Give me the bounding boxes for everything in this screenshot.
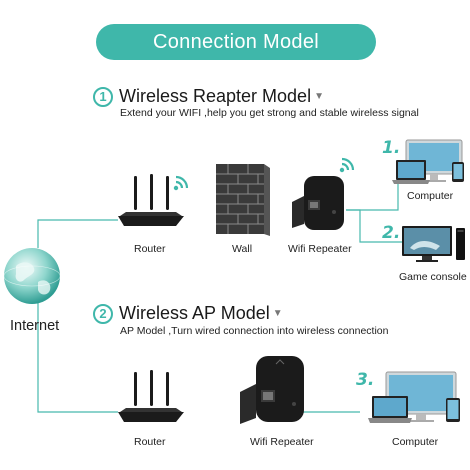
section2-subtitle: AP Model ,Turn wired connection into wir… (120, 325, 389, 337)
step-1-number: 1. (382, 138, 401, 158)
globe-icon (3, 248, 61, 304)
section1-subtitle: Extend your WIFI ,help you get strong an… (120, 107, 419, 119)
router2-label: Router (134, 436, 166, 448)
section2-title: Wireless AP Model (119, 303, 270, 323)
router-icon (118, 174, 184, 226)
repeater1-label: Wifi Repeater (288, 243, 352, 255)
wifi-repeater-device (240, 356, 304, 424)
section1-title: Wireless Reapter Model (119, 86, 312, 106)
dropdown-triangle-icon: ▼ (314, 91, 324, 102)
router1-label: Router (134, 243, 166, 255)
internet-to-router1-line (37, 219, 118, 248)
step-2-number: 2. (382, 223, 401, 243)
game-console-label: Game console (399, 271, 467, 283)
section1-heading: 1 Wireless Reapter Model ▼ (93, 86, 324, 107)
wifi-repeater-device (292, 176, 344, 230)
wall-label: Wall (232, 243, 253, 255)
computer1-label: Computer (407, 190, 454, 202)
computer-devices-image (392, 139, 464, 184)
internet-label: Internet (10, 318, 60, 334)
wifi-signal-icon (173, 175, 189, 191)
repeater2-label: Wifi Repeater (250, 436, 314, 448)
computer2-label: Computer (392, 436, 439, 448)
wall-image (216, 164, 270, 236)
step-3-number: 3. (356, 370, 375, 390)
wifi-signal-icon (339, 157, 355, 173)
section2-heading: 2 Wireless AP Model ▼ (93, 303, 283, 324)
repeater-to-console-line (346, 209, 402, 243)
game-console-image (402, 226, 465, 262)
dropdown-triangle-icon: ▼ (272, 308, 283, 319)
internet-to-router2-line (37, 298, 118, 413)
repeater-to-computer1-line (346, 178, 399, 211)
computer-devices-image (368, 371, 460, 423)
connection-model-banner: Connection Model (96, 24, 376, 60)
section2-number: 2 (93, 303, 113, 324)
section1-number: 1 (93, 86, 113, 107)
router-icon (118, 370, 184, 422)
